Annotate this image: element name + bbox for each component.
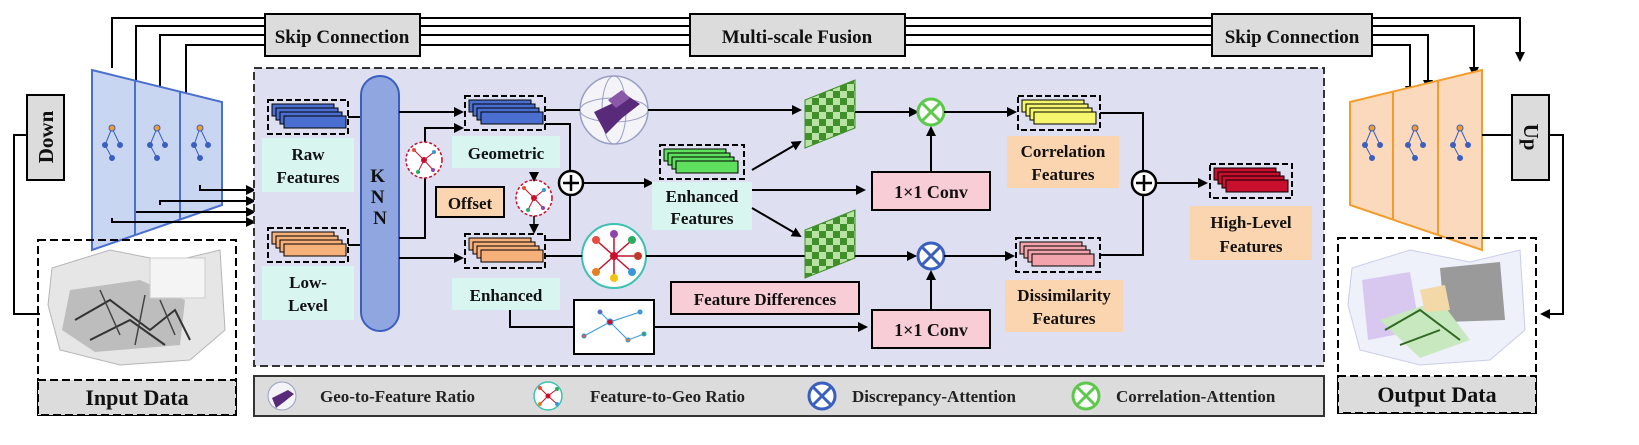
legend-geo-to-feature: Geo-to-Feature Ratio: [320, 387, 475, 406]
knn-letter-k: K: [370, 166, 385, 187]
legend-discrepancy: Discrepancy-Attention: [852, 387, 1017, 406]
geometric-label-box: [452, 136, 560, 168]
conv-top-label: 1×1 Conv: [894, 182, 968, 202]
main-panel: [253, 67, 1325, 367]
enhanced-to-diff-path: [509, 310, 574, 328]
feature-cluster-icon: [405, 141, 443, 179]
correlation-features-label-box: [1007, 136, 1119, 188]
encoder-output-arrows: [111, 185, 256, 227]
up-to-output-line: [1540, 134, 1564, 319]
dissimilarity-features-label-box: [1005, 280, 1123, 332]
legend-correlation: Correlation-Attention: [1116, 387, 1276, 406]
knn-output-arrows: [399, 107, 464, 263]
encoder-block: [91, 68, 223, 252]
discrepancy-attention-icon: [916, 241, 946, 271]
dissimilarity-features-label-line2: Features: [1033, 309, 1096, 328]
graph-node-icon: [102, 124, 123, 161]
graph-node-icon: [147, 124, 168, 161]
feature-to-geo-graph-icon: [581, 223, 647, 289]
graph-node-icon: [1362, 124, 1383, 161]
offset-box: [435, 186, 505, 218]
down-box: [26, 94, 65, 181]
legend-feature-to-geo-icon: [533, 381, 563, 411]
feature-differences-label: Feature Differences: [694, 290, 837, 309]
sum-operator-icon: [1130, 169, 1158, 197]
correlation-features-label-line1: Correlation: [1021, 142, 1106, 161]
geo-to-feature-sphere-icon: [579, 75, 649, 145]
skip-connection-right-box: [1211, 13, 1373, 57]
dissimilarity-features-label-line1: Dissimilarity: [1017, 286, 1111, 305]
enhanced-features-label-box: [652, 182, 752, 230]
low-level-label-line1: Low-: [289, 273, 327, 292]
conv-bottom-label: 1×1 Conv: [894, 320, 968, 340]
enhanced-small-label-box: [452, 278, 560, 310]
feature-difference-graph-panel: [573, 299, 655, 355]
graph-node-icon: [191, 124, 211, 161]
raw-features-label-line2: Features: [277, 168, 340, 187]
enhanced-features-outputs: [751, 140, 866, 238]
legend-box: [253, 375, 1325, 417]
conv-bottom-box: [871, 309, 991, 349]
attention-matrix-top: [804, 79, 856, 149]
skip-connection-left-box: [264, 13, 421, 57]
multi-scale-fusion-label: Multi-scale Fusion: [722, 27, 873, 48]
knn-letter-n1: N: [371, 187, 385, 208]
legend-correlation-icon: [1071, 381, 1101, 411]
feature-cluster-icon: [515, 179, 553, 217]
graph-node-icon: [1405, 124, 1426, 161]
legend-feature-to-geo: Feature-to-Geo Ratio: [590, 387, 745, 406]
knn-letter-n2: N: [373, 208, 387, 229]
output-point-cloud-image: [1347, 249, 1526, 366]
input-data-label-box: [37, 379, 237, 416]
geometric-stack: [464, 95, 546, 131]
low-level-stack: [267, 227, 349, 263]
low-level-label-line2: Level: [288, 296, 328, 315]
enhanced-small-stack: [464, 233, 546, 269]
skip-connection-lines: [111, 17, 1525, 102]
feature-differences-box: [670, 281, 860, 315]
correlation-features-label-line2: Features: [1032, 165, 1095, 184]
output-data-label-box: [1337, 375, 1537, 414]
up-box: [1511, 94, 1550, 181]
multi-scale-fusion-box: [689, 13, 906, 57]
input-to-down-line: [13, 134, 40, 315]
skip-connection-left-label: Skip Connection: [275, 27, 410, 48]
enhanced-features-stack: [659, 144, 745, 180]
merge-lines: [1100, 112, 1208, 256]
low-level-label-box: [262, 266, 354, 320]
skip-connection-right-label: Skip Connection: [1225, 27, 1360, 48]
high-level-features-stack: [1209, 163, 1293, 199]
offset-label: Offset: [448, 194, 493, 213]
geometric-label: Geometric: [468, 144, 545, 163]
enhanced-features-label-line2: Features: [671, 209, 734, 228]
up-label: Up: [1519, 124, 1543, 151]
raw-features-label-line1: Raw: [291, 145, 325, 164]
input-data-label: Input Data: [85, 385, 188, 410]
high-level-features-label-line2: Features: [1220, 237, 1283, 256]
decoder-block: [1349, 68, 1483, 252]
to-plus-lines: [545, 123, 654, 241]
down-label: Down: [34, 110, 58, 163]
legend-geo-to-feature-icon: [267, 381, 297, 411]
input-point-cloud-image: [47, 249, 226, 366]
enhanced-small-label: Enhanced: [470, 286, 543, 305]
output-data-label: Output Data: [1377, 382, 1496, 407]
sum-operator-icon: [557, 169, 585, 197]
attention-matrix-bottom: [804, 209, 856, 279]
raw-features-stack: [267, 99, 349, 135]
high-level-features-label-line1: High-Level: [1210, 213, 1291, 232]
raw-features-label-box: [262, 138, 354, 192]
correlation-features-stack: [1017, 95, 1101, 131]
knn-block: [360, 75, 400, 332]
graph-node-icon: [1450, 124, 1471, 161]
difference-graph-icon: [581, 309, 647, 343]
knn-label: K N N: [370, 166, 390, 229]
enhanced-features-label-line1: Enhanced: [666, 187, 739, 206]
correlation-attention-icon: [916, 97, 946, 127]
high-level-features-label-box: [1190, 206, 1312, 260]
legend-discrepancy-icon: [807, 381, 837, 411]
dissimilarity-features-stack: [1015, 237, 1101, 273]
